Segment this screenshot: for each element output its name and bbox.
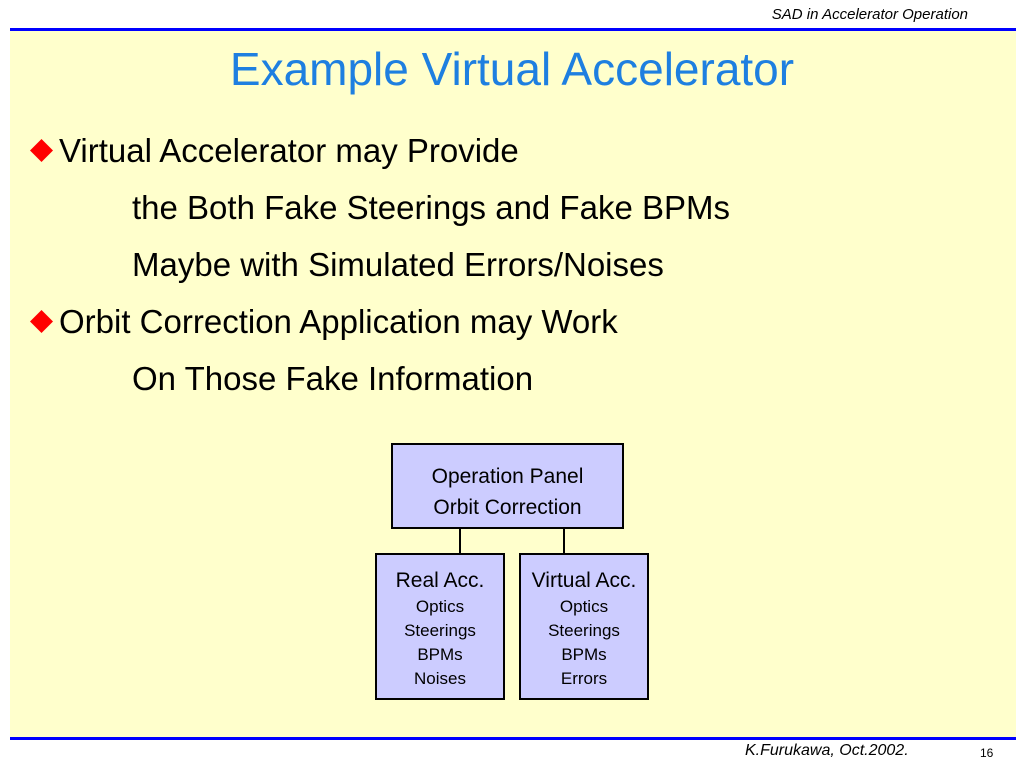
- page-number: 16: [980, 746, 994, 760]
- footer-author: K.Furukawa, Oct.2002.: [745, 742, 909, 759]
- panel-line-1: Operation Panel: [431, 465, 584, 488]
- real-acc-item: Optics: [415, 597, 465, 616]
- bullet-1-sub-2: Maybe with Simulated Errors/Noises: [132, 246, 664, 283]
- virtual-acc-item: BPMs: [561, 645, 607, 664]
- virtual-acc-item: Optics: [559, 597, 609, 616]
- slide-title: Example Virtual Accelerator: [229, 43, 795, 95]
- virtual-acc-item: Steerings: [548, 621, 620, 640]
- bottom-rule: [10, 737, 1016, 740]
- diamond-bullet-icon: [30, 309, 53, 333]
- real-acc-item: BPMs: [417, 645, 463, 664]
- real-acc-title: Real Acc.: [395, 569, 485, 592]
- top-rule: [10, 28, 1016, 31]
- real-acc-item: Noises: [414, 669, 466, 688]
- slide-background: [10, 31, 1016, 737]
- panel-line-2: Orbit Correction: [433, 496, 582, 519]
- bullet-1-sub-1: the Both Fake Steerings and Fake BPMs: [132, 189, 730, 226]
- virtual-acc-title: Virtual Acc.: [531, 569, 637, 592]
- slide-header: SAD in Accelerator Operation: [771, 6, 968, 23]
- bullet-1: Virtual Accelerator may Provide: [30, 132, 519, 170]
- operation-panel-box: Operation Panel Orbit Correction: [391, 443, 624, 529]
- connector-real: [459, 529, 461, 553]
- bullet-1-text: Virtual Accelerator may Provide: [59, 132, 519, 169]
- diamond-bullet-icon: [30, 138, 53, 162]
- bullet-2: Orbit Correction Application may Work: [30, 303, 618, 341]
- virtual-acc-item: Errors: [560, 669, 608, 688]
- real-acc-box: Real Acc. Optics Steerings BPMs Noises: [375, 553, 505, 700]
- virtual-acc-box: Virtual Acc. Optics Steerings BPMs Error…: [519, 553, 649, 700]
- bullet-2-sub-1: On Those Fake Information: [132, 360, 534, 397]
- connector-virtual: [563, 529, 565, 553]
- bullet-2-text: Orbit Correction Application may Work: [59, 303, 618, 340]
- real-acc-item: Steerings: [404, 621, 476, 640]
